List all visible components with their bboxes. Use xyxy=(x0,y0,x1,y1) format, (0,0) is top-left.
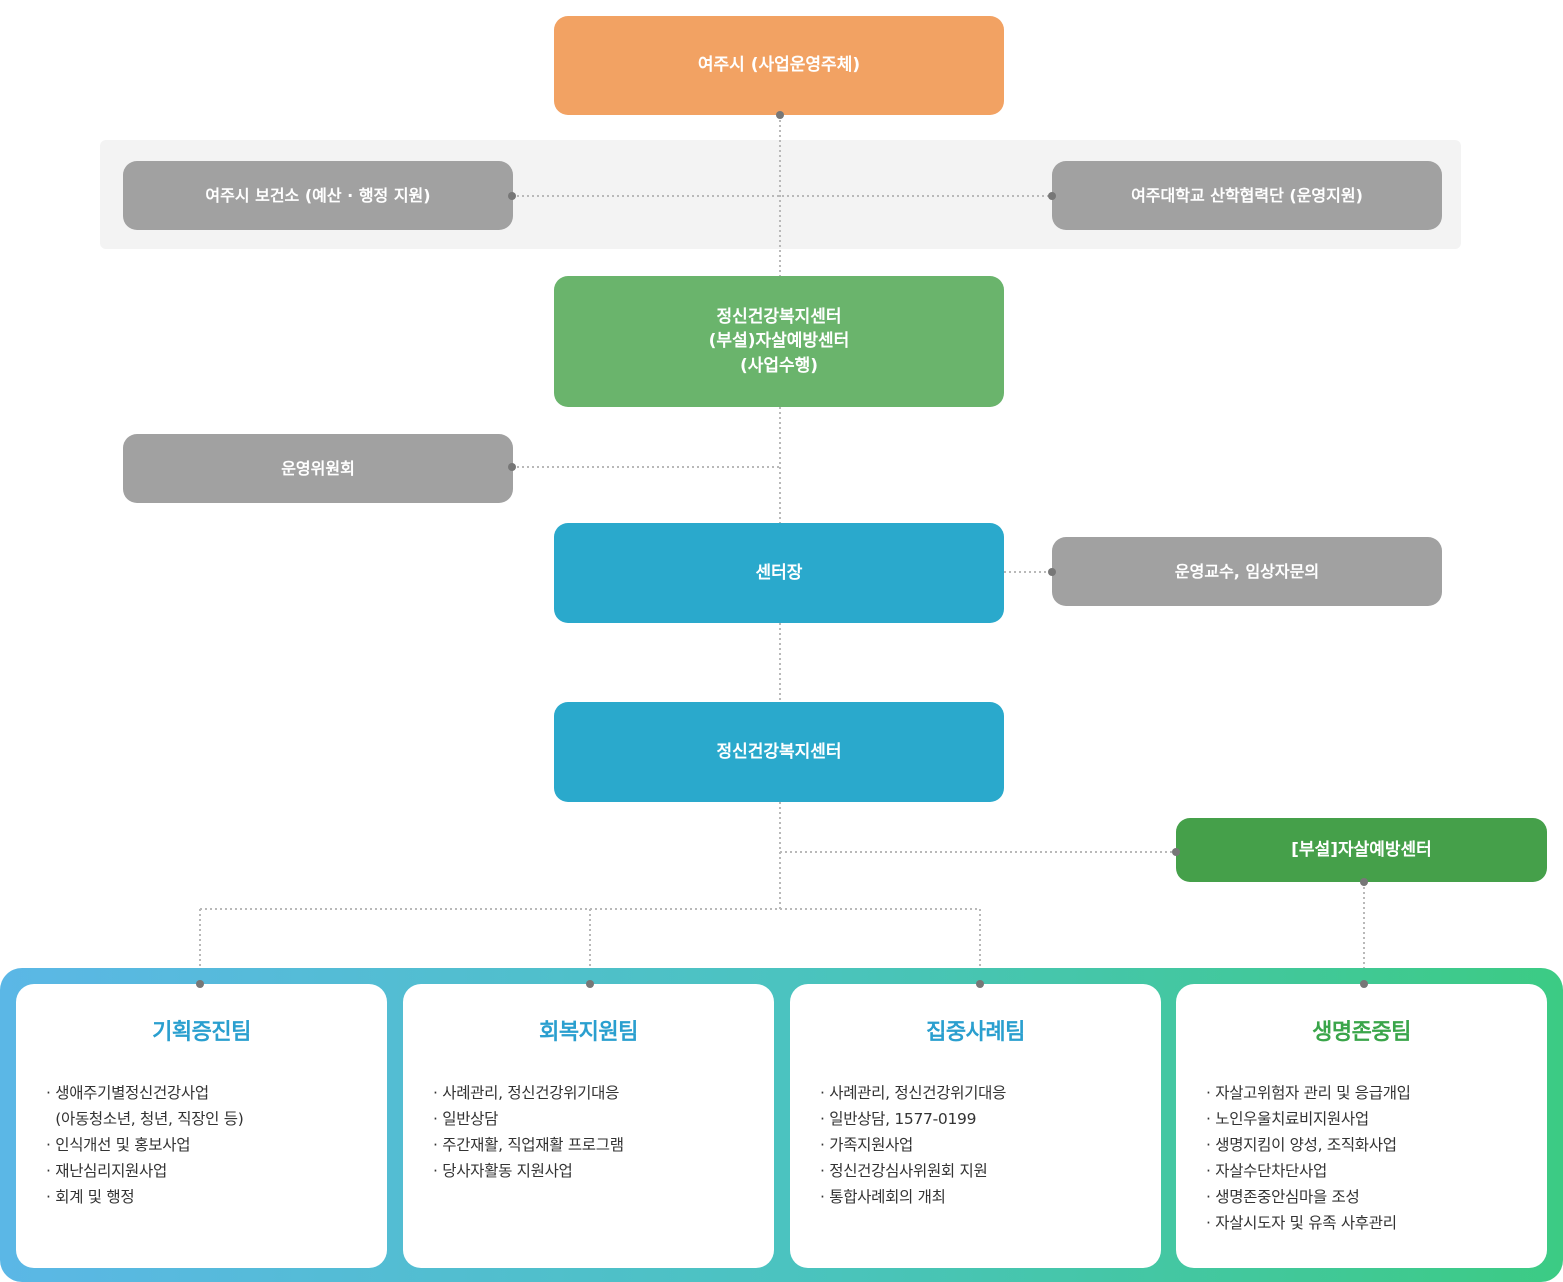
executor-line1: 정신건강복지센터 xyxy=(716,306,842,327)
team-duty-list: · 자살고위험자 관리 및 응급개입 · 노인우울치료비지원사업 · 생명지킴이… xyxy=(1206,1080,1547,1236)
list-item: · 정신건강심사위원회 지원 xyxy=(820,1162,988,1180)
connector-dot xyxy=(508,463,516,471)
suicide-prevention-center-label: [부설]자살예방센터 xyxy=(1291,839,1432,860)
executor-box: 정신건강복지센터 (부설)자살예방센터 (사업수행) xyxy=(554,276,1004,407)
team-title: 기획증진팀 xyxy=(152,1020,251,1045)
list-item: · 가족지원사업 xyxy=(820,1136,914,1154)
team-card-planning: 기획증진팀 · 생애주기별정신건강사업 (아동청소년, 청년, 직장인 등) ·… xyxy=(16,984,387,1268)
team-card-life-respect: 생명존중팀 · 자살고위험자 관리 및 응급개입 · 노인우울치료비지원사업 ·… xyxy=(1176,984,1547,1268)
connector-dot xyxy=(1048,568,1056,576)
director-box: 센터장 xyxy=(554,523,1004,623)
list-item: · 인식개선 및 홍보사업 xyxy=(46,1136,191,1154)
connector-dot xyxy=(976,980,984,988)
committee-box: 운영위원회 xyxy=(123,434,513,503)
advisors-box: 운영교수, 임상자문의 xyxy=(1052,537,1442,606)
advisors-label: 운영교수, 임상자문의 xyxy=(1174,561,1320,581)
executor-line2: (부설)자살예방센터 xyxy=(708,331,850,352)
connector-dot xyxy=(196,980,204,988)
connector-dot xyxy=(508,192,516,200)
public-health-center-box: 여주시 보건소 (예산 · 행정 지원) xyxy=(123,161,513,230)
list-item: · 주간재활, 직업재활 프로그램 xyxy=(433,1136,624,1154)
connector-dot xyxy=(586,980,594,988)
connector-dot xyxy=(776,111,784,119)
director-label: 센터장 xyxy=(755,562,803,583)
connector-dot xyxy=(1048,192,1056,200)
list-item: (아동청소년, 청년, 직장인 등) xyxy=(46,1110,244,1128)
connector-dot xyxy=(1360,980,1368,988)
list-item: · 사례관리, 정신건강위기대응 xyxy=(433,1084,620,1102)
committee-label: 운영위원회 xyxy=(281,458,355,478)
suicide-prevention-center-box: [부설]자살예방센터 xyxy=(1176,818,1547,882)
list-item: · 일반상담 xyxy=(433,1110,499,1128)
team-card-intensive-case: 집중사례팀 · 사례관리, 정신건강위기대응 · 일반상담, 1577-0199… xyxy=(790,984,1161,1268)
list-item: · 자살고위험자 관리 및 응급개입 xyxy=(1206,1084,1411,1102)
list-item: · 생애주기별정신건강사업 xyxy=(46,1084,209,1102)
team-duty-list: · 사례관리, 정신건강위기대응 · 일반상담, 1577-0199 · 가족지… xyxy=(820,1080,1161,1210)
mental-health-center-box: 정신건강복지센터 xyxy=(554,702,1004,802)
team-duty-list: · 생애주기별정신건강사업 (아동청소년, 청년, 직장인 등) · 인식개선 … xyxy=(46,1080,387,1210)
team-card-recovery: 회복지원팀 · 사례관리, 정신건강위기대응 · 일반상담 · 주간재활, 직업… xyxy=(403,984,774,1268)
mental-health-center-label: 정신건강복지센터 xyxy=(716,741,842,762)
operator-label: 여주시 (사업운영주체) xyxy=(697,55,861,76)
list-item: · 통합사례회의 개최 xyxy=(820,1188,946,1206)
university-label: 여주대학교 산학협력단 (운영지원) xyxy=(1131,185,1363,205)
executor-line3: (사업수행) xyxy=(739,355,819,376)
university-box: 여주대학교 산학협력단 (운영지원) xyxy=(1052,161,1442,230)
operator-box: 여주시 (사업운영주체) xyxy=(554,16,1004,115)
list-item: · 회계 및 행정 xyxy=(46,1188,135,1206)
list-item: · 생명지킴이 양성, 조직화사업 xyxy=(1206,1136,1397,1154)
list-item: · 자살수단차단사업 xyxy=(1206,1162,1327,1180)
connector-dot xyxy=(1172,848,1180,856)
list-item: · 노인우울치료비지원사업 xyxy=(1206,1110,1369,1128)
list-item: · 사례관리, 정신건강위기대응 xyxy=(820,1084,1007,1102)
list-item: · 생명존중안심마을 조성 xyxy=(1206,1188,1360,1206)
public-health-center-label: 여주시 보건소 (예산 · 행정 지원) xyxy=(205,185,431,205)
list-item: · 일반상담, 1577-0199 xyxy=(820,1110,977,1128)
team-title: 회복지원팀 xyxy=(539,1020,638,1045)
team-duty-list: · 사례관리, 정신건강위기대응 · 일반상담 · 주간재활, 직업재활 프로그… xyxy=(433,1080,774,1184)
list-item: · 재난심리지원사업 xyxy=(46,1162,167,1180)
team-title: 집중사례팀 xyxy=(926,1020,1025,1045)
connector-dot xyxy=(1360,878,1368,886)
list-item: · 당사자활동 지원사업 xyxy=(433,1162,573,1180)
team-title: 생명존중팀 xyxy=(1312,1020,1411,1045)
list-item: · 자살시도자 및 유족 사후관리 xyxy=(1206,1214,1397,1232)
